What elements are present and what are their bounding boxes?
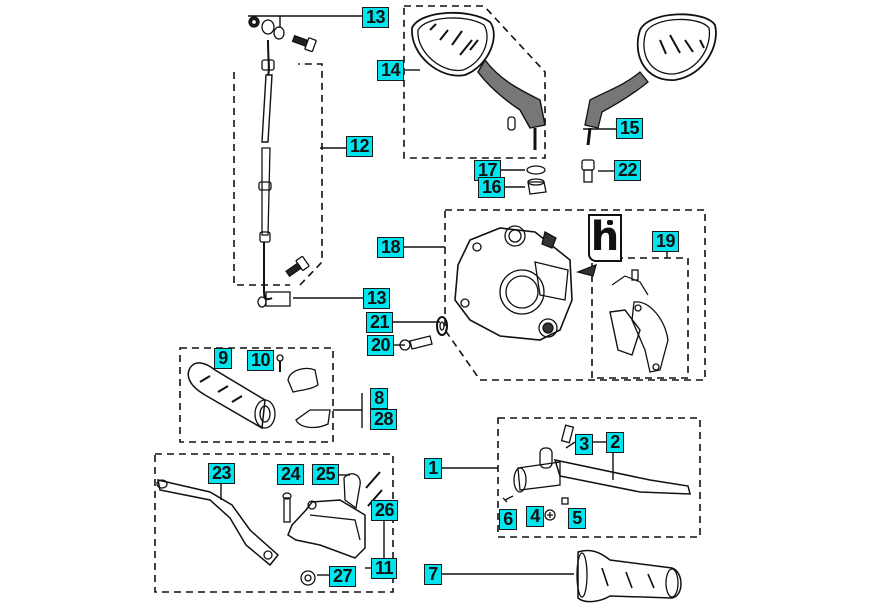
mirror-nut-part (527, 178, 547, 195)
nut-27-part (300, 570, 316, 586)
callout-26[interactable]: 26 (371, 500, 399, 521)
callout-27[interactable]: 27 (329, 566, 357, 587)
left-mirror-part (411, 11, 546, 150)
brake-hose-part (257, 39, 291, 308)
brake-pads-part (609, 269, 669, 373)
callout-3[interactable]: 3 (575, 434, 593, 455)
callout-20[interactable]: 20 (367, 335, 395, 356)
callout-19[interactable]: 19 (652, 231, 680, 252)
callout-18[interactable]: 18 (377, 237, 405, 258)
pads-group-box (591, 257, 689, 379)
mirror-adapter-part (581, 159, 595, 183)
callout-6[interactable]: 6 (499, 509, 517, 530)
screw-6-part (502, 495, 514, 503)
callout-1[interactable]: 1 (424, 458, 442, 479)
callout-16[interactable]: 16 (478, 177, 506, 198)
lever-pivot-bolt-part (282, 492, 292, 523)
left-grip-part (187, 362, 276, 430)
switch-5-part (561, 497, 569, 505)
callout-15[interactable]: 15 (616, 118, 644, 139)
callout-21[interactable]: 21 (366, 312, 394, 333)
left-lever-assembly-part (513, 424, 691, 495)
throttle-housing-upper-part (287, 367, 319, 393)
nut-4-part (544, 509, 556, 521)
throttle-housing-lower-part (295, 409, 331, 429)
right-grip-part (576, 549, 682, 603)
screw-10-part (276, 354, 284, 372)
callout-22[interactable]: 22 (614, 160, 642, 181)
clamp-bolts-part (365, 471, 383, 507)
clamp-25-part (343, 473, 361, 510)
right-lever-group-box (154, 453, 394, 593)
callout-8[interactable]: 8 (370, 388, 388, 409)
callout-28[interactable]: 28 (370, 409, 398, 430)
callout-9[interactable]: 9 (214, 348, 232, 369)
left-lever-group-box (497, 417, 701, 538)
callout-13-top[interactable]: 13 (362, 7, 390, 28)
callout-23[interactable]: 23 (208, 463, 236, 484)
callout-13-bottom[interactable]: 13 (363, 288, 391, 309)
hose-group-box (233, 63, 323, 286)
callout-4[interactable]: 4 (526, 506, 544, 527)
callout-25[interactable]: 25 (312, 464, 340, 485)
callout-10[interactable]: 10 (247, 350, 275, 371)
left-mirror-group-box (403, 5, 546, 159)
brake-caliper-part (454, 225, 597, 341)
right-mirror-part (584, 13, 717, 146)
callout-2[interactable]: 2 (606, 432, 624, 453)
callout-12[interactable]: 12 (346, 136, 374, 157)
brake-fluid-icon: h (588, 214, 622, 262)
master-cylinder-part (287, 499, 366, 559)
left-grip-group-box (179, 347, 334, 443)
callout-24[interactable]: 24 (277, 464, 305, 485)
callout-5[interactable]: 5 (568, 508, 586, 529)
mirror-washer-part (526, 165, 546, 175)
callout-7[interactable]: 7 (424, 564, 442, 585)
callout-11[interactable]: 11 (371, 558, 398, 579)
group-boxes (154, 5, 706, 593)
right-brake-lever-part (156, 479, 280, 567)
caliper-washer-part (436, 316, 448, 336)
caliper-group-box (444, 209, 706, 381)
caliper-bolt-part (399, 335, 433, 351)
banjo-washers-top-part (248, 16, 317, 278)
callout-14[interactable]: 14 (377, 60, 405, 81)
